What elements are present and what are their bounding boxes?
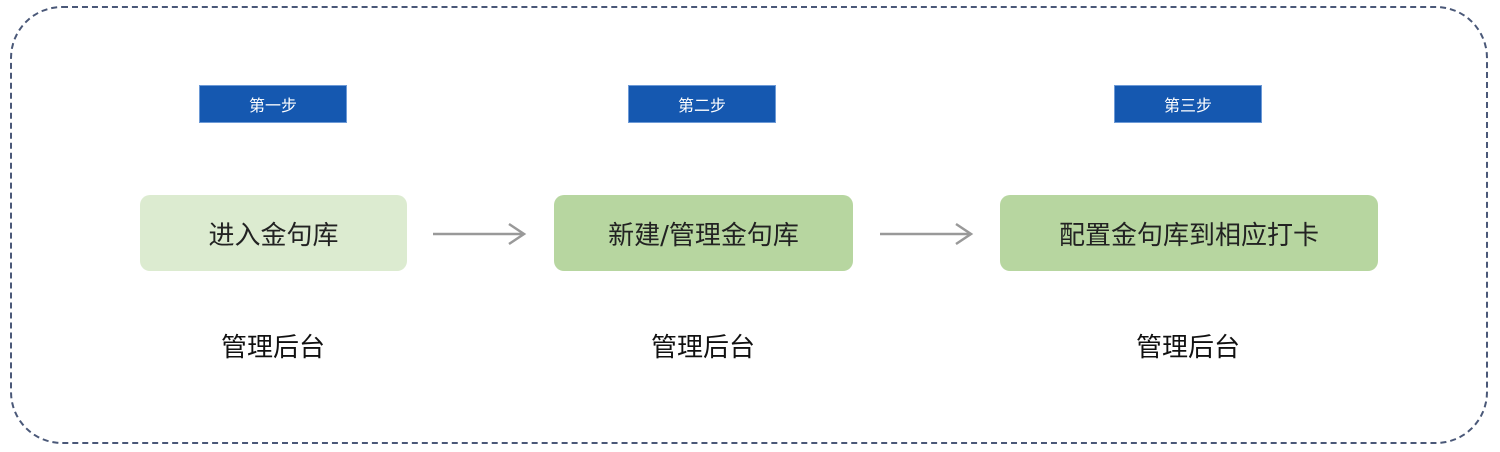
step-1-location: 管理后台 (220, 333, 325, 363)
arrow-right-icon (433, 222, 527, 246)
step-2-box: 新建/管理金句库 (554, 195, 853, 271)
step-2-location: 管理后台 (650, 333, 755, 363)
step-1-box: 进入金句库 (140, 195, 407, 271)
dashed-frame (10, 6, 1488, 444)
step-3-box: 配置金句库到相应打卡 (1000, 195, 1378, 271)
arrow-right-icon (880, 222, 974, 246)
step-2-badge: 第二步 (628, 85, 776, 123)
step-3-location: 管理后台 (1135, 333, 1240, 363)
step-3-badge: 第三步 (1114, 85, 1262, 123)
step-1-badge: 第一步 (199, 85, 347, 123)
